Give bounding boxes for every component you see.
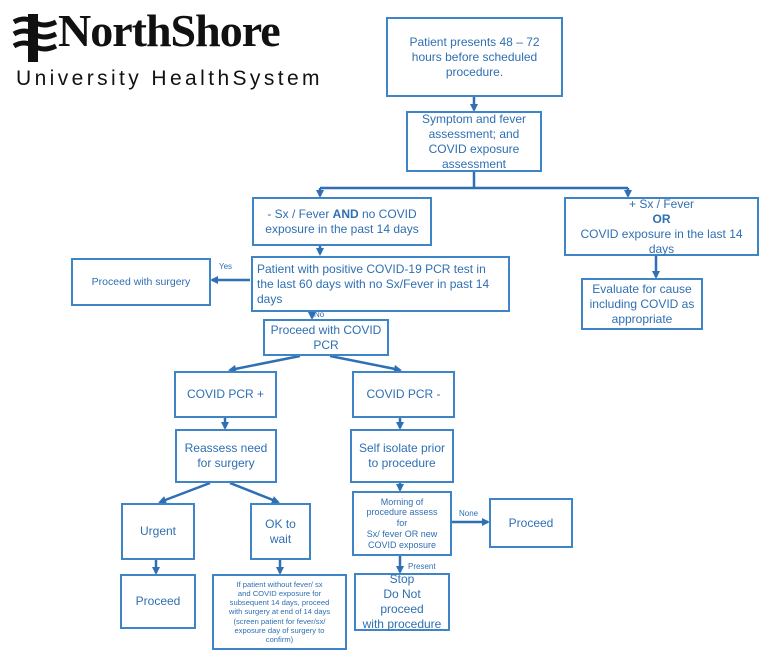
node-morning-assessment: Morning of procedure assess for Sx/ feve… [352, 491, 452, 556]
node-negative-symptoms: - Sx / Fever AND no COVID exposure in th… [252, 197, 432, 246]
node-urgent: Urgent [121, 503, 195, 560]
edge-label-no: No [314, 310, 325, 319]
node-pcr-history: Patient with positive COVID-19 PCR test … [251, 256, 510, 312]
arrow-pcr-to-pos [228, 354, 301, 373]
node-covid-pcr-positive: COVID PCR + [174, 371, 277, 418]
node-proceed-urgent: Proceed [120, 574, 196, 629]
edge-label-none: None [459, 509, 479, 518]
node-proceed-none: Proceed [489, 498, 573, 548]
edge-label-present: Present [408, 562, 436, 571]
arrow-reassess-to-urgent [158, 481, 211, 504]
node-proceed-covid-pcr: Proceed with COVID PCR [263, 319, 389, 356]
arrow-pcr-to-neg [329, 354, 402, 373]
arrow-reassess-to-wait [229, 481, 280, 504]
node-proceed-with-surgery: Proceed with surgery [71, 258, 211, 306]
node-stop: Stop Do Not proceed with procedure [354, 572, 450, 631]
node-positive-symptoms: + Sx / Fever OR COVID exposure in the la… [564, 197, 759, 256]
node-reassess-surgery: Reassess need for surgery [175, 429, 277, 483]
node-self-isolate: Self isolate prior to procedure [350, 429, 454, 483]
logo-name: NorthShore [58, 5, 281, 56]
node-evaluate-cause: Evaluate for cause including COVID as ap… [581, 278, 703, 330]
logo-subtitle: University HealthSystem [16, 67, 323, 90]
node-ok-to-wait: OK to wait [250, 503, 311, 560]
node-patient-presents: Patient presents 48 – 72 hours before sc… [386, 17, 563, 97]
northshore-logo-icon [12, 14, 58, 62]
node-covid-pcr-negative: COVID PCR - [352, 371, 455, 418]
edge-label-yes: Yes [219, 262, 233, 271]
node-wait-details: If patient without fever/ sx and COVID e… [212, 574, 347, 650]
node-symptom-assessment: Symptom and fever assessment; and COVID … [406, 111, 542, 172]
